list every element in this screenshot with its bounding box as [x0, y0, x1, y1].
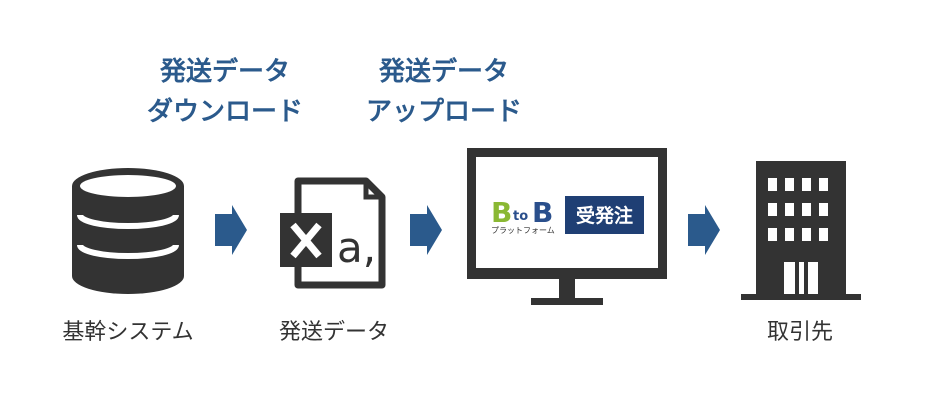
shipping-data-label: 発送データ: [278, 320, 389, 345]
download-step-label: 発送データ ダウンロード: [125, 52, 325, 132]
badge-label: 受発注: [576, 204, 633, 227]
download-step-line1: 発送データ: [159, 57, 290, 87]
order-badge: 受発注: [565, 196, 644, 234]
upload-step-label: 発送データ アップロード: [344, 52, 544, 132]
arrow-right-icon: [215, 205, 247, 255]
arrow-right-icon: [688, 205, 720, 255]
arrow-right-icon: [410, 205, 442, 255]
btob-logo: B to B プラットフォーム: [491, 196, 555, 235]
file-glyph: a,: [337, 223, 376, 272]
logo-subtitle: プラットフォーム: [491, 226, 555, 235]
core-system-label: 基幹システム: [62, 320, 194, 345]
logo-to: to: [513, 209, 528, 224]
download-step-line2: ダウンロード: [146, 97, 303, 127]
logo-b-right: B: [532, 196, 553, 229]
partner-label: 取引先: [766, 320, 833, 345]
building-icon: [741, 161, 861, 300]
upload-step-line1: 発送データ: [378, 57, 509, 87]
database-icon: [72, 168, 184, 294]
excel-file-icon: a,: [280, 177, 386, 289]
upload-step-line2: アップロード: [365, 97, 522, 127]
logo-b-left: B: [491, 196, 512, 229]
